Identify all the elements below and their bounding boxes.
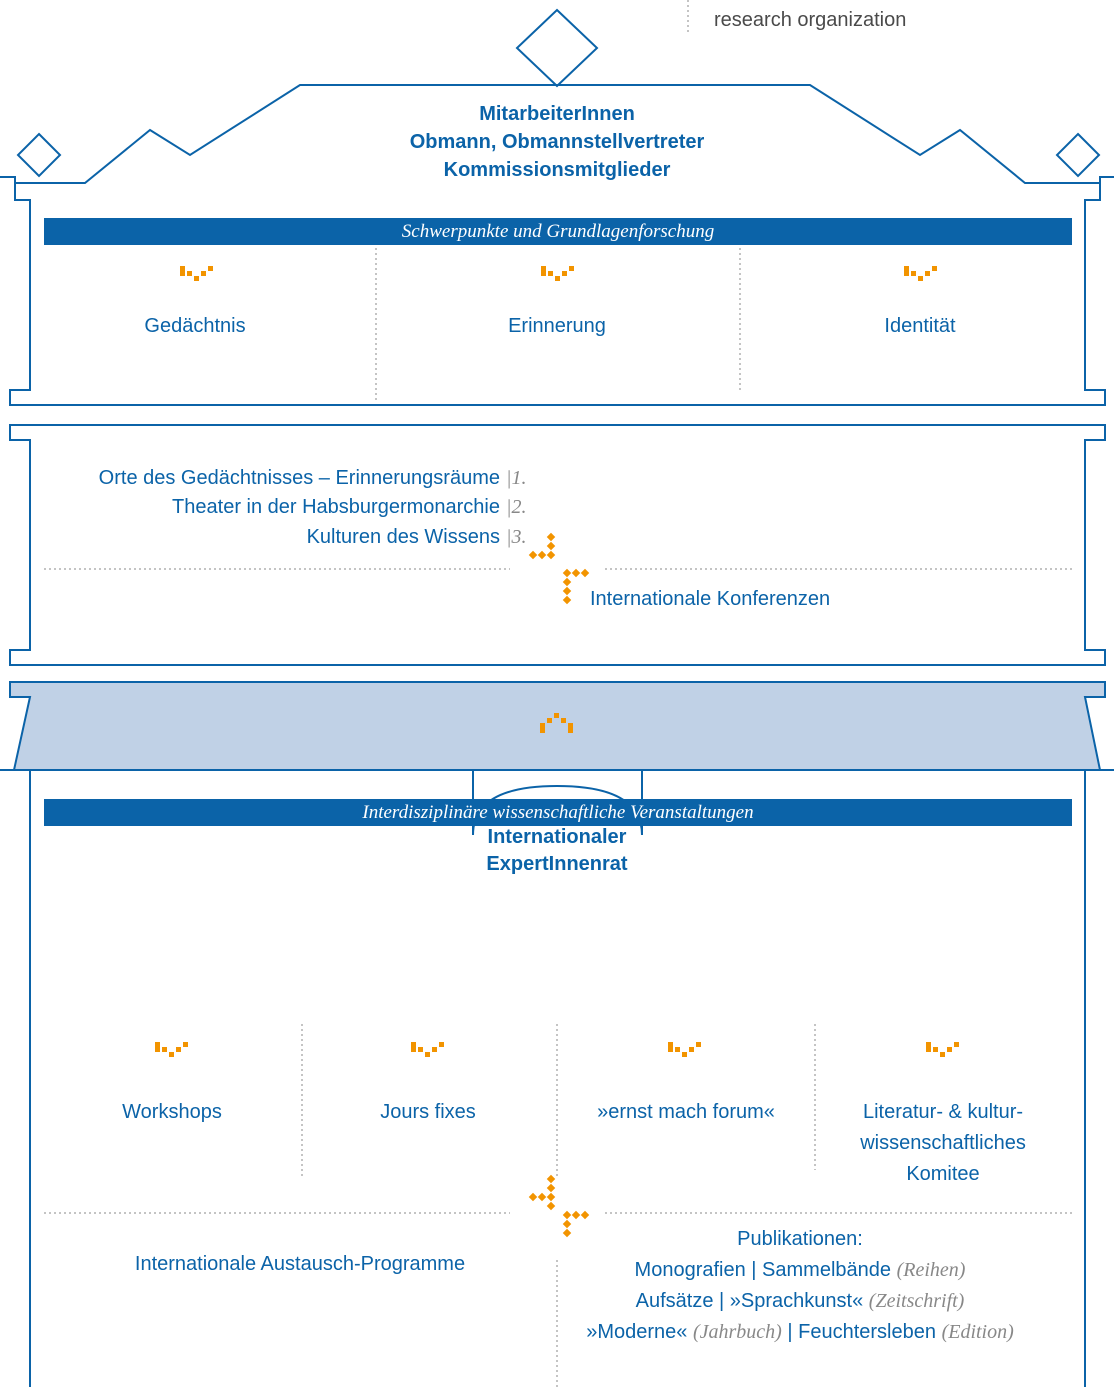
publications-title: Publikationen: [737, 1228, 863, 1250]
top-note: research organization [714, 9, 907, 31]
event-jours-fixes: Jours fixes [380, 1101, 476, 1123]
section1-outline [9, 183, 1106, 406]
project-2-num: |2. [506, 496, 527, 518]
section4-outline [29, 770, 1086, 1387]
focus-identity: Identität [884, 315, 956, 337]
roof-diamond-top [515, 8, 599, 88]
publications: Publikationen: Monografien | Sammelbände… [586, 1224, 1014, 1348]
focus-remembrance: Erinnerung [508, 315, 606, 337]
project-3-label: Kulturen des Wissens [306, 526, 500, 548]
section3-fill [9, 681, 1106, 771]
publications-line-2: Monografien | Sammelbände (Reihen) [634, 1259, 966, 1281]
event-committee-line-3: Komitee [906, 1163, 980, 1185]
event-committee-line-1: Literatur- & kultur- [862, 1101, 1024, 1123]
band-research-focus: Schwerpunkte und Grundlagenforschung [44, 218, 1072, 245]
event-workshops: Workshops [122, 1101, 222, 1123]
focus-memory: Gedächtnis [144, 315, 246, 337]
header-line-3: Kommissionsmitglieder [443, 159, 671, 181]
section2-outline [9, 424, 1106, 666]
council-line-2: ExpertInnenrat [486, 853, 628, 875]
project-3-num: |3. [506, 526, 527, 548]
exchange-programs: Internationale Austausch-Programme [134, 1253, 466, 1275]
publications-line-3: Aufsätze | »Sprachkunst« (Zeitschrift) [635, 1290, 965, 1312]
council-line-1: Internationaler [487, 826, 627, 848]
event-ernst-mach-forum: »ernst mach forum« [597, 1101, 775, 1123]
header-line-2: Obmann, Obmannstellvertreter [409, 131, 705, 153]
event-committee-line-2: wissenschaftliches [860, 1132, 1026, 1154]
header-staff: MitarbeiterInnen Obmann, Obmannstellvert… [410, 100, 705, 184]
project-1-label: Orte des Gedächtnisses – Erinnerungsräum… [98, 467, 500, 489]
project-1-num: |1. [506, 467, 527, 489]
council-label: Internationaler ExpertInnenrat [486, 824, 627, 878]
international-conferences: Internationale Konferenzen [590, 588, 831, 610]
publications-line-4: »Moderne« (Jahrbuch) | Feuchtersleben (E… [586, 1321, 1014, 1343]
band-events: Interdisziplinäre wissenschaftliche Vera… [44, 799, 1072, 826]
roof-diamond-right [1055, 132, 1101, 178]
header-line-1: MitarbeiterInnen [479, 103, 635, 125]
project-2-label: Theater in der Habsburgermonarchie [172, 496, 500, 518]
roof-outline [0, 84, 1114, 184]
roof-diamond-left [16, 132, 62, 178]
